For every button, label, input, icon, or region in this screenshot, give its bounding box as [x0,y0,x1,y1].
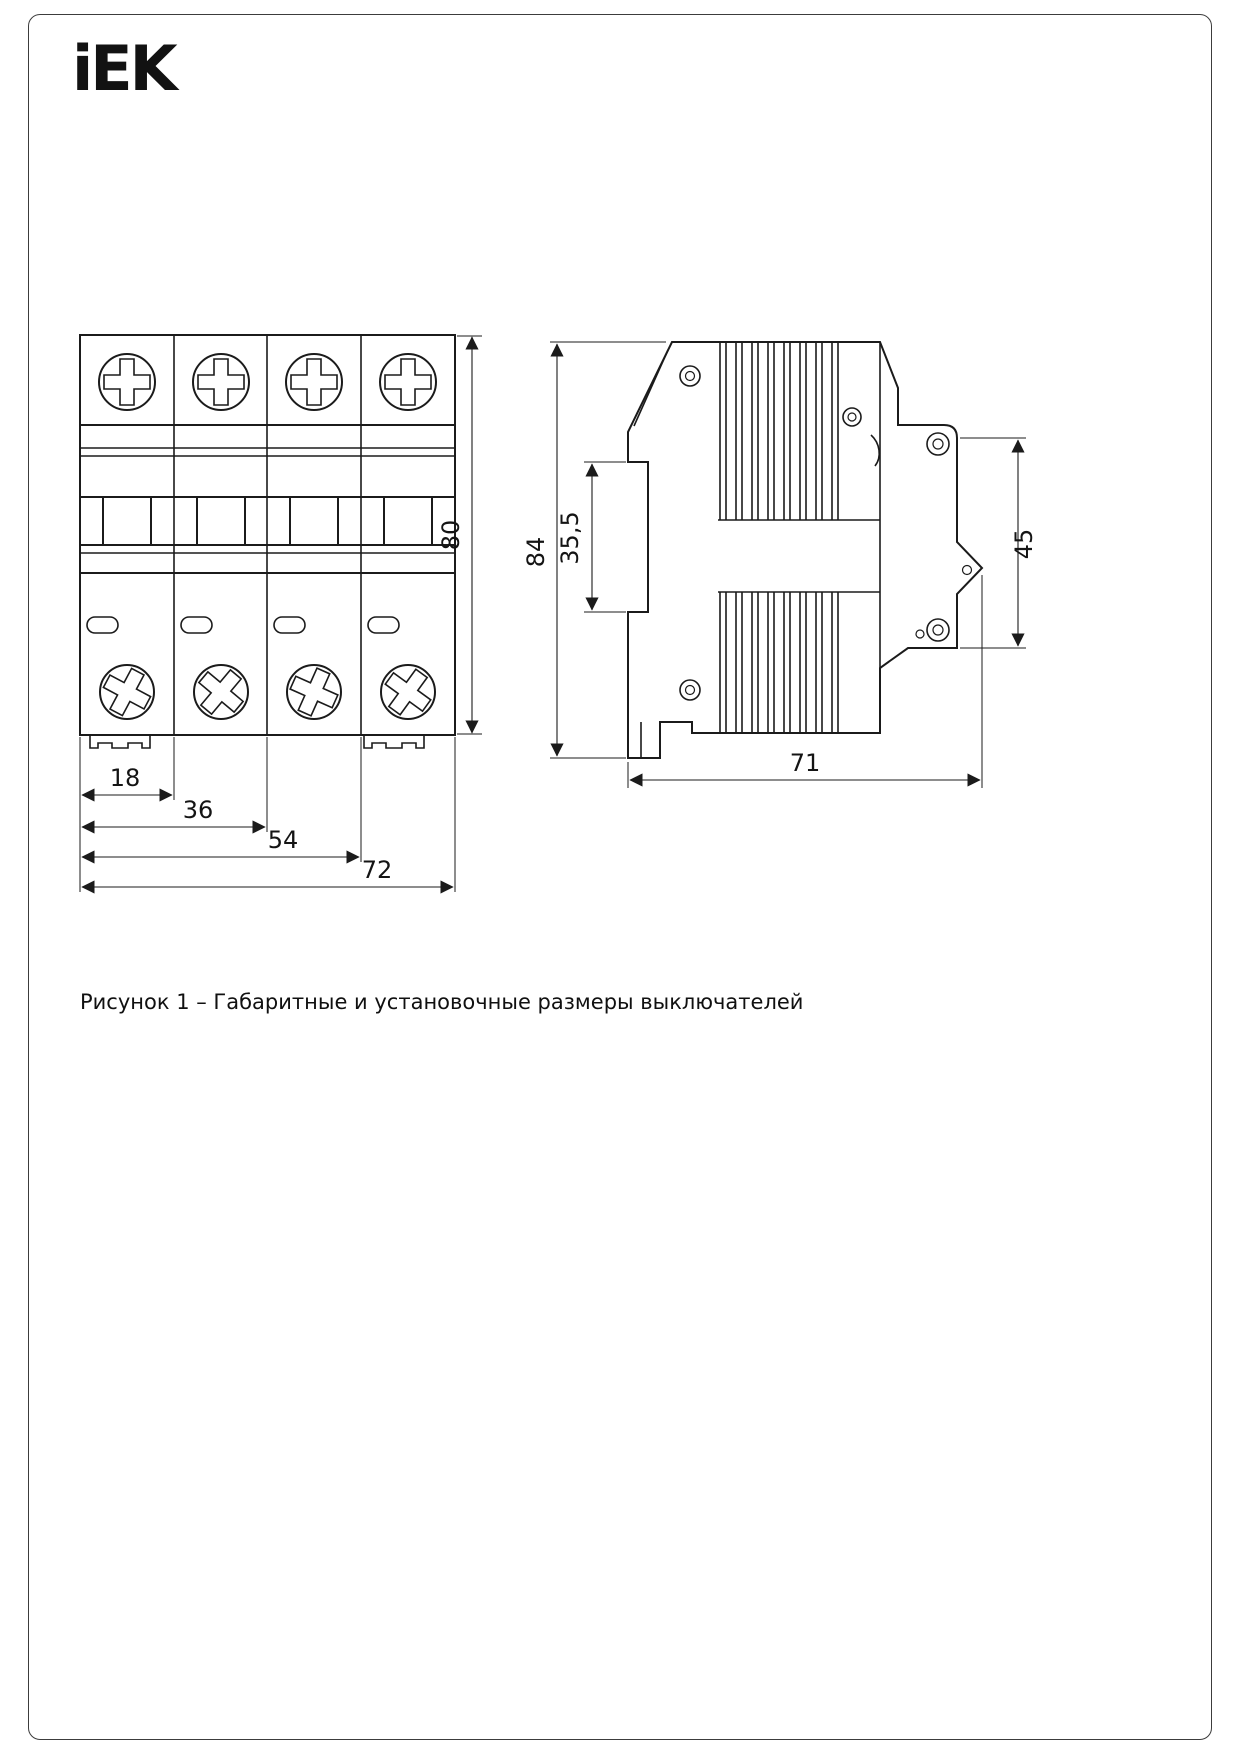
curved-slot [870,434,880,467]
dim-front-face: 45 [960,437,1038,649]
breaker-front-body [79,334,456,736]
dim-18-label: 18 [110,764,141,792]
dim-front-height: 80 [437,335,482,735]
dim-54-label: 54 [268,826,299,854]
dim-front-widths: 18 36 54 72 [79,737,456,894]
front-view-drawing: 80 18 36 54 72 [79,334,482,894]
dim-72-label: 72 [362,856,393,884]
dim-depth: 71 [627,575,983,788]
dim-side-height: 84 [522,341,666,759]
dim-36-label: 36 [183,796,214,824]
dim-45-label: 45 [1010,529,1038,560]
side-view-drawing: 84 35,5 45 71 [522,341,1038,788]
top-terminal-screws [98,353,437,411]
dim-84-label: 84 [522,537,550,568]
side-rivets [679,365,973,701]
iek-logo: iEK [72,32,178,105]
dim-80-label: 80 [437,520,465,551]
bottom-terminal-screws [99,664,436,720]
dim-rail-groove: 35,5 [556,461,626,613]
dim-35-5-label: 35,5 [556,511,584,564]
vent-fins-bottom [719,592,839,733]
figure-caption: Рисунок 1 – Габаритные и установочные ра… [80,990,804,1014]
dim-71-label: 71 [790,749,821,777]
vent-fins-top [719,342,839,520]
din-clips [89,735,425,749]
label-slots [86,616,400,634]
toggle-handles [102,496,433,546]
breaker-side-body [627,341,984,759]
